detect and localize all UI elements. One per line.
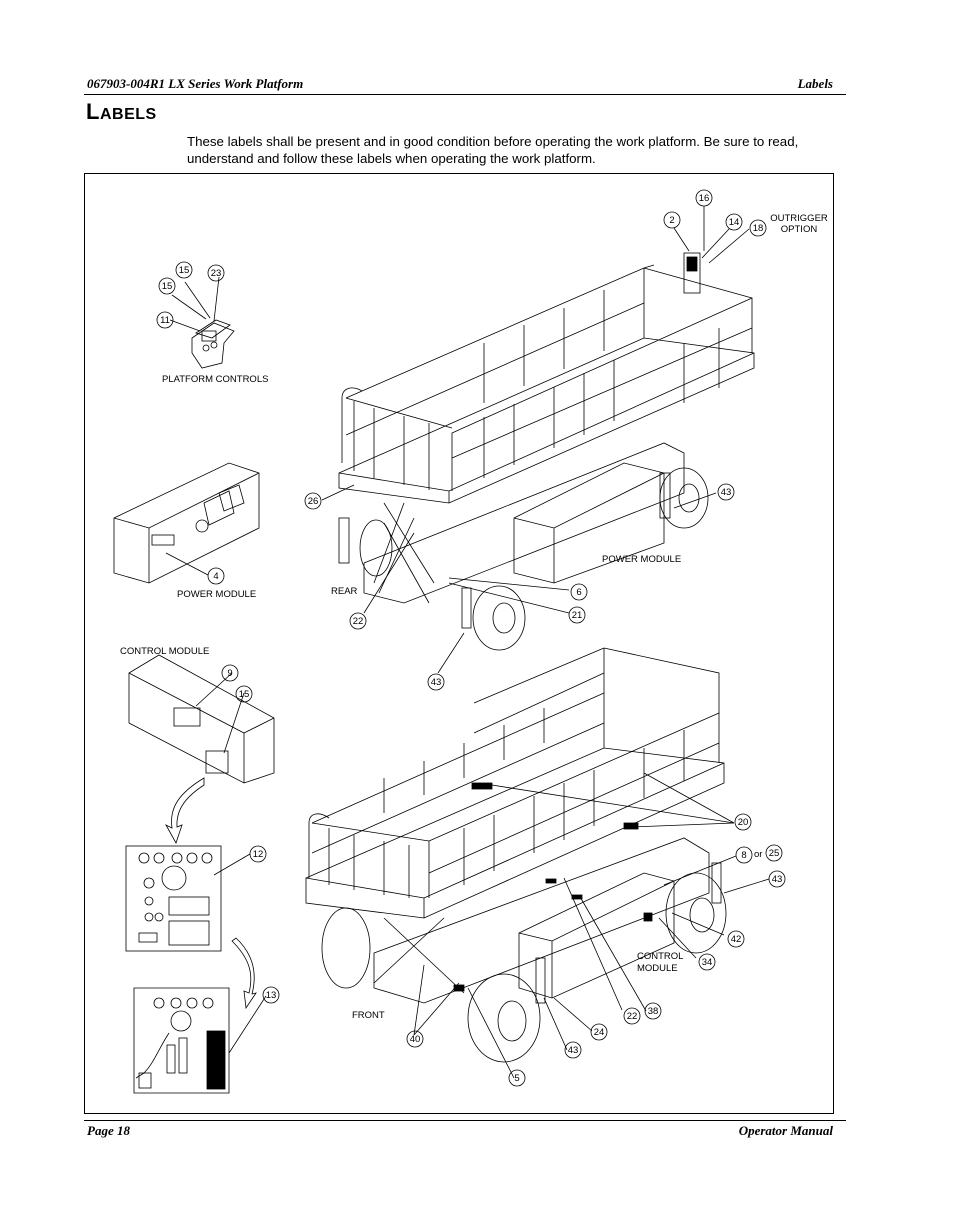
callout-43-bottom: 43 (567, 1045, 579, 1056)
caption-power-module-left: POWER MODULE (177, 589, 257, 600)
labels-figure (113, 189, 786, 1094)
header-section: Labels (797, 76, 833, 91)
callout-2: 2 (669, 215, 675, 226)
callout-43-right: 43 (771, 874, 783, 885)
callout-14: 14 (728, 217, 740, 228)
callout-43-mid: 43 (430, 677, 442, 688)
caption-front: FRONT (352, 1010, 385, 1021)
callout-25: 25 (768, 848, 780, 859)
callout-circles (156, 189, 786, 1087)
caption-power-module-right: POWER MODULE (602, 554, 682, 565)
footer-manual: Operator Manual (738, 1123, 833, 1138)
callout-15-mid: 15 (161, 281, 173, 292)
page-title-initial: L (86, 99, 100, 124)
page-title: LABELS (86, 99, 157, 125)
callout-42: 42 (730, 934, 742, 945)
label-panel-12-drawing (125, 845, 222, 952)
caption-outrigger-1: OUTRIGGER (770, 213, 828, 224)
lower-machine-drawing (305, 647, 727, 1063)
page-title-rest: ABELS (99, 106, 157, 123)
control-module-left-drawing (128, 654, 275, 784)
callout-4: 4 (213, 571, 219, 582)
callout-8: 8 (741, 850, 747, 861)
caption-or: or (754, 849, 763, 860)
callout-22-top: 22 (352, 616, 364, 627)
caption-control-module-top: CONTROL MODULE (120, 646, 210, 657)
upper-machine-drawing (338, 252, 755, 651)
callout-26: 26 (307, 496, 319, 507)
label-panel-13-drawing (133, 987, 230, 1094)
callout-43-top: 43 (720, 487, 732, 498)
callout-9: 9 (227, 668, 233, 679)
leader-lines (165, 206, 770, 1079)
callout-5: 5 (514, 1073, 520, 1084)
header-doc-title: 067903-004R1 LX Series Work Platform (87, 76, 304, 91)
callout-13: 13 (265, 990, 277, 1001)
callout-24: 24 (593, 1027, 605, 1038)
control-module-arrow (165, 777, 205, 844)
callout-11: 11 (160, 315, 170, 326)
footer-page: Page 18 (87, 1123, 130, 1138)
platform-controls-drawing (191, 319, 235, 369)
callout-16: 16 (698, 193, 710, 204)
intro-text: These labels shall be present and in goo… (187, 134, 799, 166)
callout-15-top: 15 (178, 265, 190, 276)
callout-20: 20 (737, 817, 749, 828)
caption-outrigger-2: OPTION (780, 224, 818, 235)
caption-control-module-bottom-1: CONTROL (637, 951, 684, 962)
caption-control-module-bottom-2: MODULE (637, 963, 678, 974)
callout-22-bottom: 22 (626, 1011, 638, 1022)
callout-21: 21 (571, 610, 583, 621)
caption-rear: REAR (331, 586, 358, 597)
footer-rule (84, 1120, 846, 1121)
callout-6: 6 (576, 587, 582, 598)
callout-38: 38 (647, 1006, 659, 1017)
panel-arrow (231, 937, 257, 1010)
caption-platform-controls: PLATFORM CONTROLS (162, 374, 269, 385)
power-module-left-drawing (113, 462, 260, 584)
callout-34: 34 (701, 957, 713, 968)
callout-18: 18 (752, 223, 764, 234)
callout-40: 40 (409, 1034, 421, 1045)
callout-23: 23 (210, 268, 222, 279)
header-rule (84, 94, 846, 95)
callout-15-ctrl: 15 (238, 689, 250, 700)
callout-12: 12 (252, 849, 264, 860)
figure-frame (84, 173, 834, 1114)
